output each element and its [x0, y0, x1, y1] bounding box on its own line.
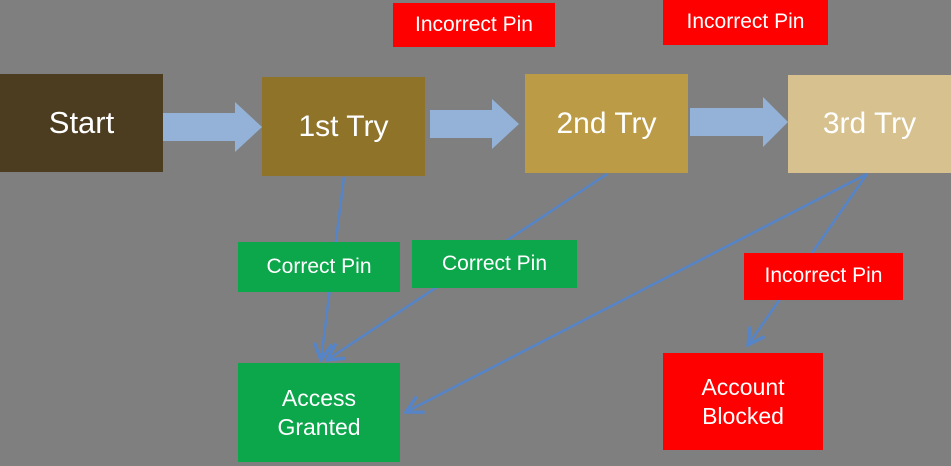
node-2nd-try: 2nd Try: [525, 74, 688, 173]
edge-label-text: Correct Pin: [441, 251, 548, 275]
flow-arrow-try2-to-try3: [690, 97, 788, 147]
flow-arrow-start-to-try1: [163, 102, 262, 152]
node-label: Start: [48, 104, 115, 140]
edge-label-incorrect-pin-top-1: Incorrect Pin: [393, 3, 555, 47]
node-label: 3rd Try: [822, 107, 917, 141]
edge-label-text: Incorrect Pin: [686, 10, 805, 34]
node-label: 2nd Try: [556, 106, 657, 140]
node-access-granted: Access Granted: [238, 363, 400, 462]
flow-arrow-try1-to-try2: [430, 99, 519, 149]
edge-label-incorrect-pin-top-2: Incorrect Pin: [663, 0, 828, 45]
edge-label-text: Incorrect Pin: [415, 12, 533, 36]
node-label: Account Blocked: [701, 373, 785, 429]
edge-label-text: Incorrect Pin: [764, 264, 883, 288]
edge-label-text: Correct Pin: [266, 254, 372, 278]
edge-label-correct-pin-1: Correct Pin: [238, 242, 400, 292]
edge-label-incorrect-pin-bottom: Incorrect Pin: [744, 253, 903, 300]
node-account-blocked: Account Blocked: [663, 353, 823, 450]
node-start: Start: [0, 74, 163, 172]
node-label: 1st Try: [298, 109, 389, 143]
edge-label-correct-pin-2: Correct Pin: [412, 240, 577, 288]
node-label: Access Granted: [277, 384, 361, 440]
node-1st-try: 1st Try: [262, 77, 425, 176]
node-3rd-try: 3rd Try: [788, 75, 951, 173]
